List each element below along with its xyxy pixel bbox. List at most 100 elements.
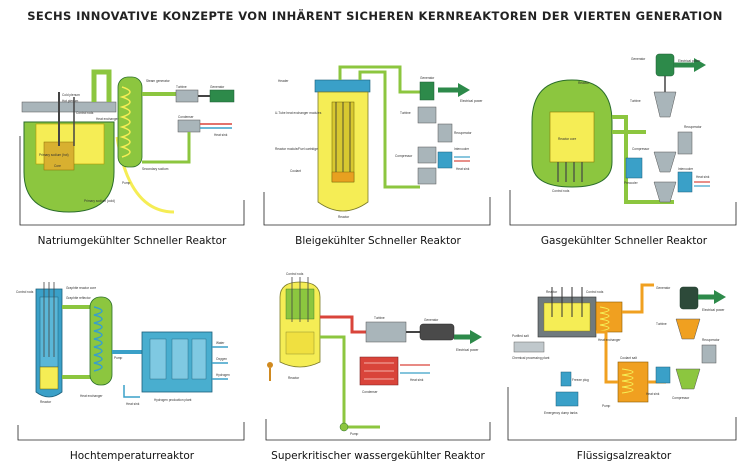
generator-label: Generator	[631, 57, 646, 61]
heat-sink-label: Heat sink	[410, 378, 424, 382]
recuperator	[701, 344, 717, 364]
coolant-salt-label: Coolant salt	[620, 356, 637, 360]
pump	[339, 422, 349, 432]
turbine	[417, 106, 437, 124]
turbine	[675, 318, 701, 340]
hot-plenum-label: Hot plenum	[62, 99, 79, 103]
turbine-label: Turbine	[656, 322, 667, 326]
panel-supercritical-water-reactor: Control rods Reactor Turbine Generator E…	[260, 272, 496, 462]
oxygen-label: Oxygen	[216, 357, 227, 361]
condenser-label: Condenser	[178, 115, 195, 119]
condenser	[177, 119, 201, 133]
heat-sink-label: Heat sink	[126, 402, 140, 406]
reactor-label: Reactor	[546, 290, 558, 294]
panel-caption: Natriumgekühlter Schneller Reaktor	[37, 235, 227, 247]
turbine-label: Turbine	[400, 111, 411, 115]
cold-plenum-label: Cold plenum	[62, 93, 80, 97]
pump-label: Pump	[602, 404, 611, 408]
electrical-power-label: Electrical power	[678, 59, 701, 63]
hydrogen-label: Hydrogen	[216, 373, 230, 377]
control-rods-label: Control rods	[16, 290, 34, 294]
emergency-dump-tanks	[555, 391, 579, 407]
reactor-core	[549, 111, 595, 163]
intercooler-label: Intercooler	[454, 147, 470, 151]
reactor-label: Reactor	[40, 400, 52, 404]
heat-sink-label: Heat sink	[646, 392, 660, 396]
precooler	[625, 157, 643, 179]
chemical-processing-plant-label: Chemical processing plant	[512, 356, 549, 360]
supercritical-water-reactor-diagram: Control rods Reactor Turbine Generator E…	[265, 272, 491, 441]
heat-sink-label: Heat sink	[456, 167, 470, 171]
pump-label: Pump	[122, 181, 131, 185]
primary-sodium-cold-label: Primary sodium (cold)	[84, 199, 115, 203]
core-label: Core	[54, 164, 61, 168]
generator-label: Generator	[424, 318, 439, 322]
reactor-core	[285, 331, 315, 355]
compressor-2	[653, 181, 677, 203]
recuperator-label: Recuperator	[454, 131, 472, 135]
control-rods-label: Control rods	[586, 290, 604, 294]
gas-fast-reactor-diagram: Generator Electrical power Turbine React…	[509, 53, 737, 226]
freeze-plug-label: Freeze plug	[572, 378, 589, 382]
turbine	[653, 91, 677, 118]
graphite-reactor-core	[39, 366, 59, 390]
u-tube-label: U-Tube heat exchanger modules	[275, 111, 322, 115]
compressor-label: Compressor	[632, 147, 650, 151]
high-temperature-reactor-diagram: Graphite reactor core Graphite reflector…	[16, 282, 245, 441]
heat-sink-label: Heat sink	[696, 175, 710, 179]
graphite-reactor-core-label: Graphite reactor core	[66, 286, 96, 290]
purified-salt-label: Purified salt	[512, 334, 529, 338]
coolant-salt-exchanger	[617, 361, 649, 403]
steam-generator-label: Steam generator	[146, 79, 171, 83]
hydrogen-production-plant-label: Hydrogen production plant	[154, 398, 192, 402]
control-rods-label: Control rods	[286, 272, 304, 276]
panel-lead-fast-reactor: Header U-Tube heat exchanger modules Rea…	[260, 62, 496, 247]
panel-caption: Superkritischer wassergekühlter Reaktor	[271, 450, 485, 462]
freeze-plug	[560, 371, 572, 387]
page-title: SECHS INNOVATIVE KONZEPTE VON INHÄRENT S…	[27, 9, 723, 23]
panel-caption: Hochtemperaturreaktor	[69, 450, 195, 462]
pump-label: Pump	[114, 356, 123, 360]
lead-fast-reactor-diagram: Header U-Tube heat exchanger modules Rea…	[263, 65, 491, 226]
panel-high-temperature-reactor: Graphite reactor core Graphite reflector…	[14, 277, 250, 462]
turbine-label: Turbine	[630, 99, 641, 103]
generator	[209, 89, 235, 103]
molten-salt-reactor-diagram: Reactor Control rods Coolant salt Heat e…	[507, 283, 737, 441]
compressor-label: Compressor	[395, 154, 413, 158]
reactor-label: Reactor	[338, 215, 350, 219]
turbine	[365, 321, 407, 343]
pump-label: Pump	[350, 432, 359, 436]
electrical-power-label: Electrical power	[460, 99, 483, 103]
turbine-label: Turbine	[176, 85, 187, 89]
panel-caption: Gasgekühlter Schneller Reaktor	[540, 235, 708, 247]
heat-exchanger-label: Heat exchanger	[80, 394, 103, 398]
electrical-power-label: Electrical power	[456, 348, 479, 352]
generator	[679, 286, 699, 310]
reactor-core	[543, 302, 591, 332]
coolant-label: Coolant	[290, 169, 301, 173]
intercooler	[677, 171, 693, 193]
control-rods-label: Control rods	[552, 189, 570, 193]
compressor	[675, 368, 701, 390]
compressor-2	[417, 167, 437, 185]
reactor-module-label: Reactor module/Fuel cartridge	[275, 147, 318, 151]
vessel-head	[21, 101, 117, 113]
generator	[419, 81, 435, 101]
generator	[419, 323, 455, 341]
reactor-label: Reactor	[288, 376, 300, 380]
electrical-power-label: Electrical power	[702, 308, 725, 312]
panel-caption: Bleigekühlter Schneller Reaktor	[295, 235, 461, 247]
turbine-label: Turbine	[374, 316, 385, 320]
heat-sink-box	[655, 366, 671, 384]
primary-sodium-hot-label: Primary sodium (hot)	[39, 153, 69, 157]
intercooler	[437, 151, 453, 169]
compressor	[417, 146, 437, 164]
header-label: Header	[278, 79, 289, 83]
panel-gas-fast-reactor: Generator Electrical power Turbine React…	[506, 53, 742, 247]
heat-sink-label: Heat sink	[214, 133, 228, 137]
panel-sodium-fast-reactor: Cold plenum Hot plenum Control rods Prim…	[14, 62, 250, 247]
compressor	[653, 151, 677, 173]
heat-exchanger-label: Heat exchanger	[96, 117, 119, 121]
reactor-core-label: Reactor core	[558, 137, 576, 141]
recuperator	[677, 131, 693, 155]
